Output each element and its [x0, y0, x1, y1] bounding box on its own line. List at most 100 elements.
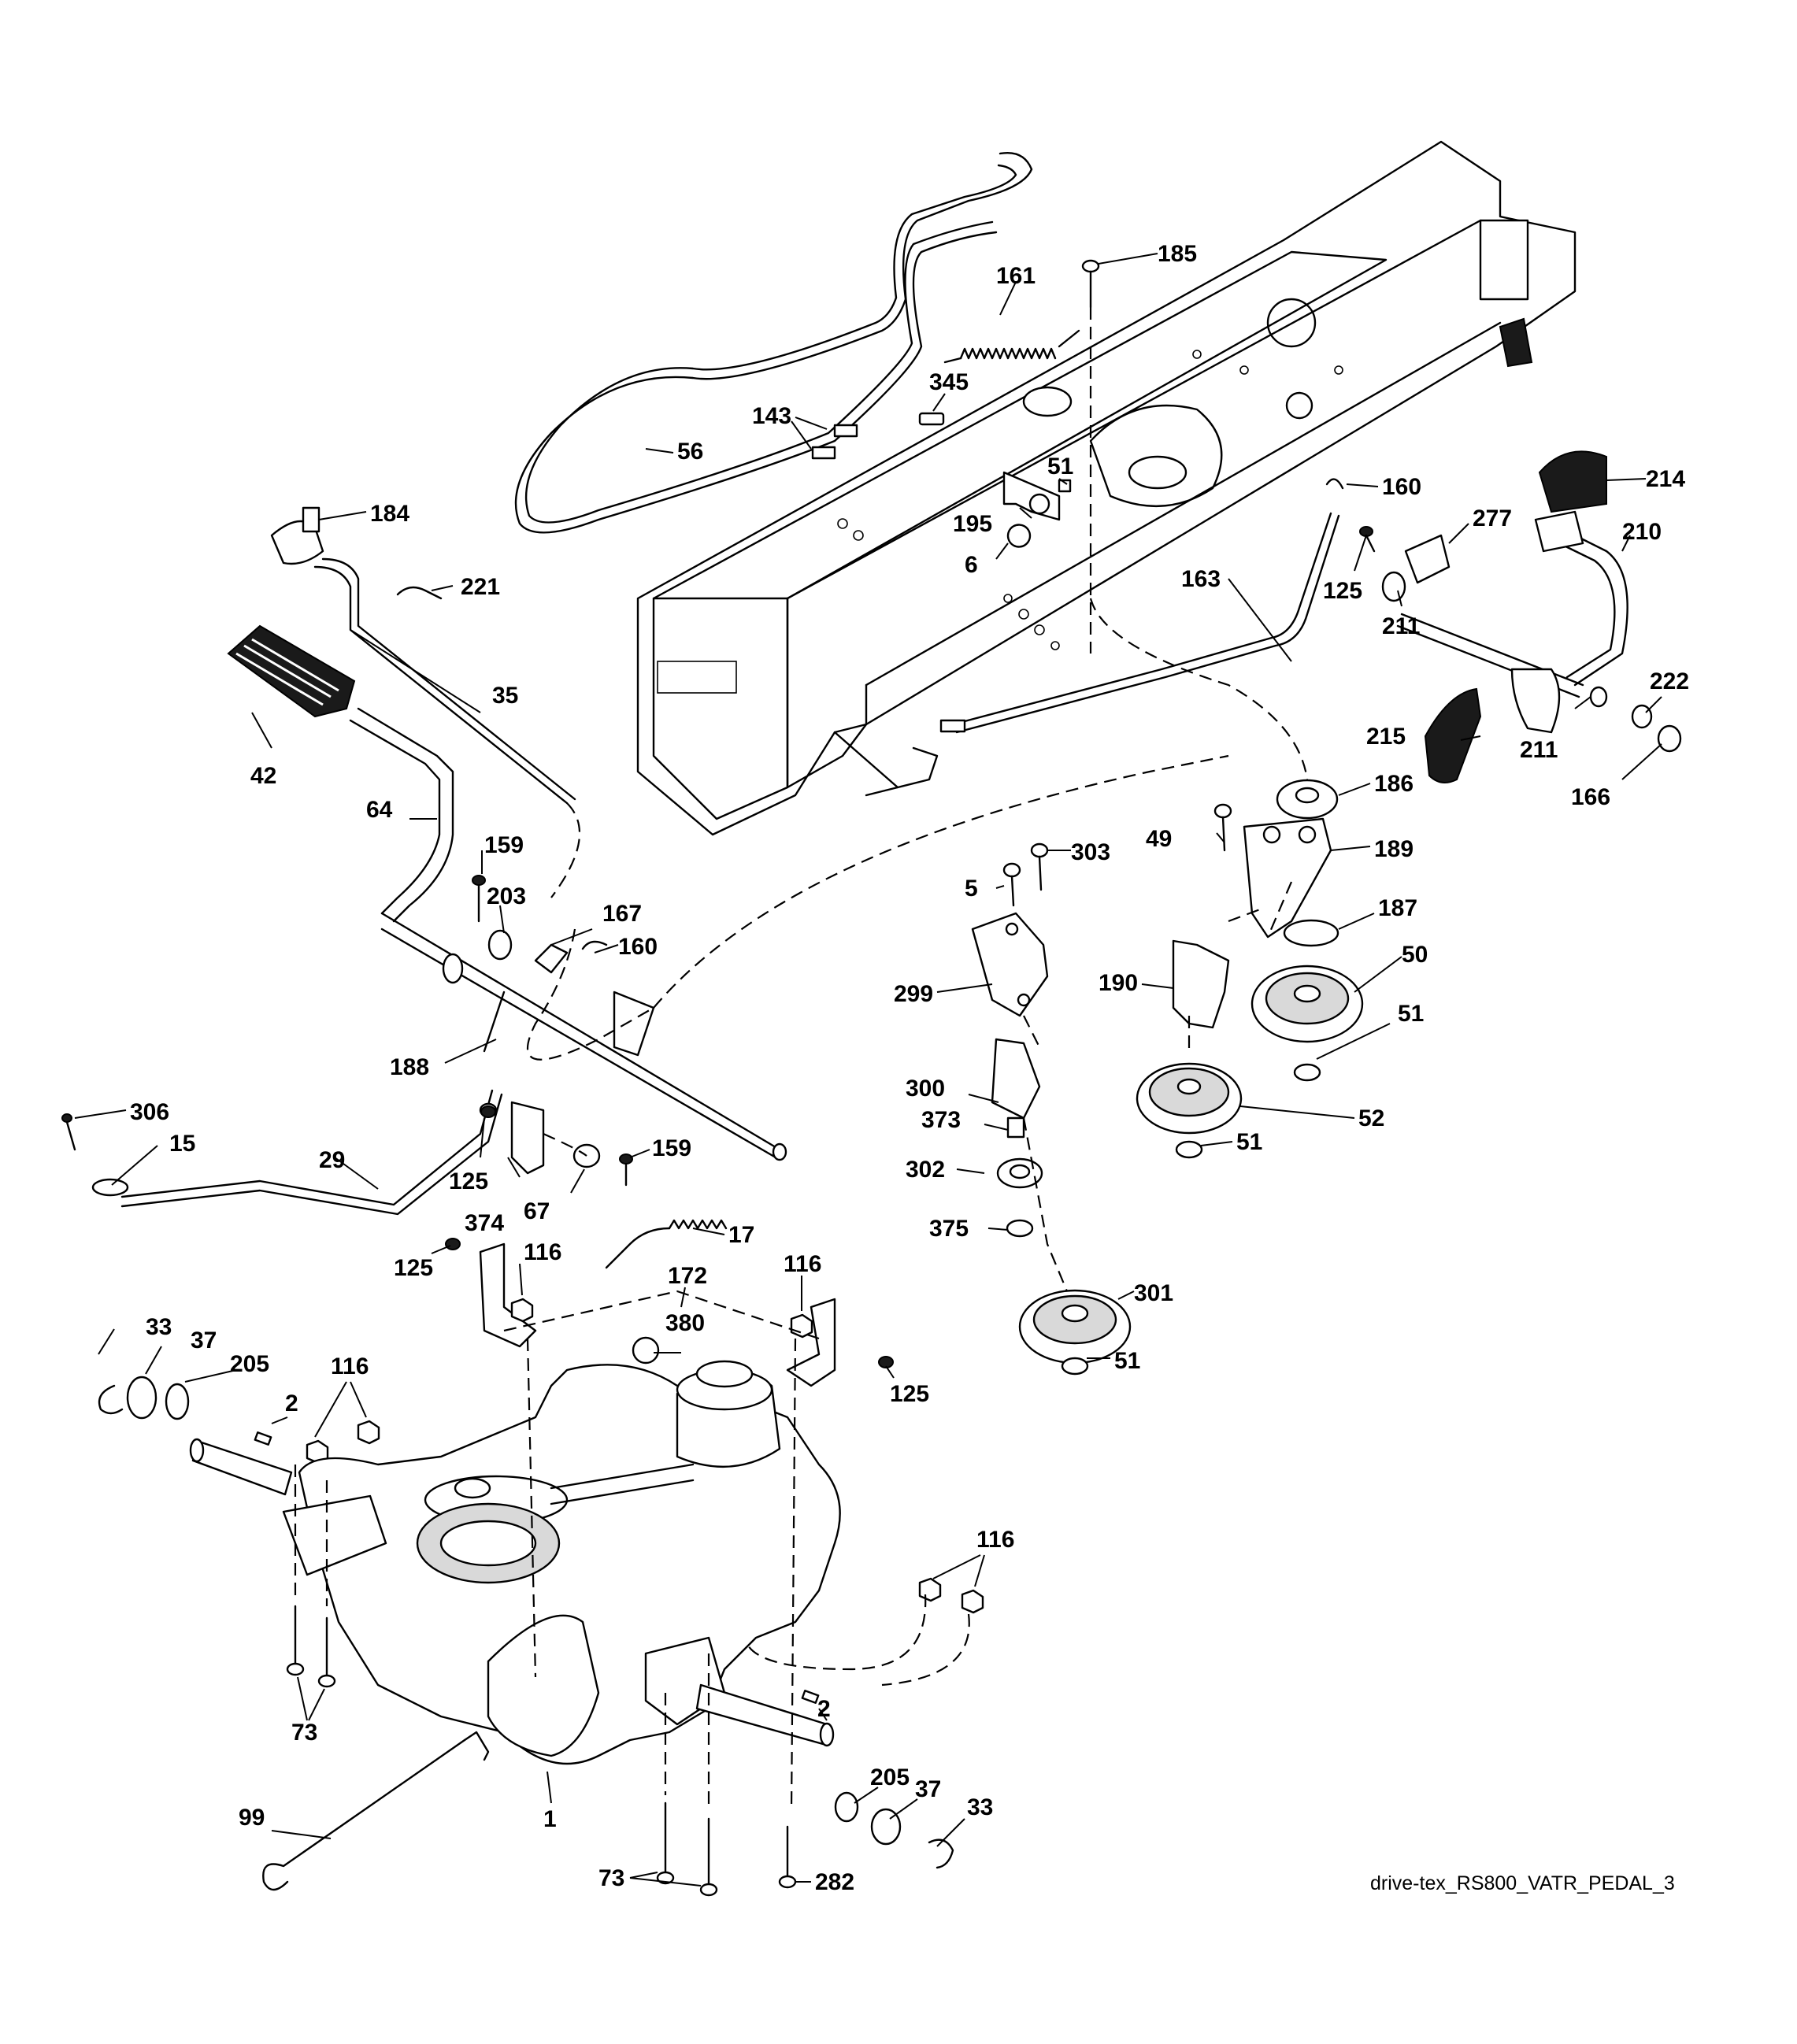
washer-222 — [1589, 686, 1653, 729]
nut-51c — [1175, 1140, 1203, 1159]
label-301: 301 — [1134, 1280, 1173, 1306]
label-37-left: 37 — [191, 1327, 217, 1353]
label-211-upper: 211 — [1382, 613, 1420, 639]
spring-161 — [943, 329, 1080, 364]
label-6: 6 — [965, 552, 978, 578]
label-167: 167 — [602, 901, 642, 927]
label-125-right: 125 — [890, 1381, 929, 1407]
label-51-top: 51 — [1047, 454, 1073, 480]
pedal-arm-64 — [349, 707, 454, 923]
label-184: 184 — [370, 501, 409, 527]
rod-35 — [313, 557, 576, 805]
label-163: 163 — [1181, 566, 1221, 592]
label-42: 42 — [250, 763, 276, 789]
label-282: 282 — [815, 1869, 854, 1895]
spacer-187 — [1283, 919, 1339, 947]
label-306: 306 — [130, 1099, 169, 1125]
transaxle-1 — [282, 1360, 841, 1765]
bolts-73 — [286, 1605, 718, 1897]
axle-left — [189, 1431, 293, 1496]
label-203: 203 — [487, 883, 526, 909]
label-195: 195 — [953, 511, 992, 537]
rod-99 — [262, 1731, 490, 1891]
label-166: 166 — [1571, 784, 1610, 810]
bracket-195 — [1002, 471, 1072, 548]
label-33-left: 33 — [146, 1314, 172, 1340]
bolt-5 — [1002, 862, 1021, 907]
drive-belt — [514, 152, 1033, 534]
label-125-left: 125 — [394, 1255, 433, 1281]
label-186: 186 — [1374, 771, 1414, 797]
label-187: 187 — [1378, 895, 1417, 921]
label-33-right: 33 — [967, 1794, 993, 1820]
label-210: 210 — [1622, 519, 1662, 545]
label-215: 215 — [1366, 724, 1406, 750]
screw-143 — [811, 424, 858, 460]
label-345: 345 — [929, 369, 969, 395]
bracket-190 — [1172, 939, 1230, 1029]
pedal-pad-214 — [1538, 450, 1607, 513]
label-29: 29 — [319, 1147, 345, 1173]
label-51-right: 51 — [1398, 1001, 1424, 1027]
label-143: 143 — [752, 403, 791, 429]
washers-left — [98, 1376, 190, 1420]
leader-lines — [74, 253, 1662, 1887]
nut-51b — [1293, 1063, 1321, 1082]
label-17: 17 — [728, 1222, 754, 1248]
label-2-right: 2 — [817, 1696, 831, 1722]
label-205-left: 205 — [230, 1351, 269, 1377]
bolt-303 — [1030, 842, 1049, 891]
label-303: 303 — [1071, 839, 1110, 865]
pulley-301 — [1018, 1289, 1132, 1365]
clip-160-top — [1325, 478, 1344, 490]
rod-29 — [61, 1089, 503, 1216]
idler-arm-189 — [1243, 817, 1332, 939]
rod-163 — [939, 512, 1340, 734]
bolt-159b — [619, 1153, 633, 1187]
pedal-cap-184 — [270, 506, 324, 565]
label-211-lower: 211 — [1520, 737, 1558, 763]
label-374: 374 — [465, 1210, 504, 1236]
label-1: 1 — [543, 1806, 557, 1832]
label-49: 49 — [1146, 826, 1172, 852]
bracket-300 — [991, 1038, 1041, 1120]
nut-375 — [1006, 1219, 1034, 1238]
label-73-left: 73 — [291, 1720, 317, 1746]
lever-plate-277 — [1404, 534, 1451, 584]
label-299: 299 — [894, 981, 933, 1007]
label-373: 373 — [921, 1107, 961, 1133]
label-51-bottom: 51 — [1114, 1348, 1140, 1374]
label-172: 172 — [668, 1263, 707, 1289]
label-159-lower: 159 — [652, 1135, 691, 1161]
clip-166 — [1657, 724, 1682, 753]
label-116-d: 116 — [976, 1527, 1014, 1553]
pulley-186 — [1276, 779, 1339, 820]
cross-shaft-188 — [380, 912, 787, 1161]
label-116-a: 116 — [524, 1239, 561, 1265]
bolt-159 — [472, 875, 486, 923]
label-300: 300 — [906, 1076, 945, 1102]
clip-160 — [581, 940, 608, 950]
label-221: 221 — [461, 574, 500, 600]
label-375: 375 — [929, 1216, 969, 1242]
label-125-top: 125 — [1323, 578, 1362, 604]
bushing-380 — [632, 1336, 660, 1365]
clip-221 — [396, 586, 443, 600]
label-52: 52 — [1358, 1105, 1384, 1131]
label-99: 99 — [239, 1805, 265, 1831]
label-302: 302 — [906, 1157, 945, 1183]
pedal-pad-42 — [227, 624, 356, 718]
assembly-dashed-lines — [294, 307, 1309, 1812]
bolt-282 — [778, 1825, 797, 1889]
label-56: 56 — [677, 439, 703, 465]
bracket-299 — [971, 912, 1049, 1017]
label-185: 185 — [1158, 241, 1197, 267]
label-277: 277 — [1473, 505, 1512, 531]
label-35: 35 — [492, 683, 518, 709]
pedal-arm-210 — [1534, 510, 1628, 687]
label-15: 15 — [169, 1131, 195, 1157]
label-37-right: 37 — [915, 1776, 941, 1802]
label-188: 188 — [390, 1054, 429, 1080]
pulley-52 — [1136, 1062, 1243, 1135]
